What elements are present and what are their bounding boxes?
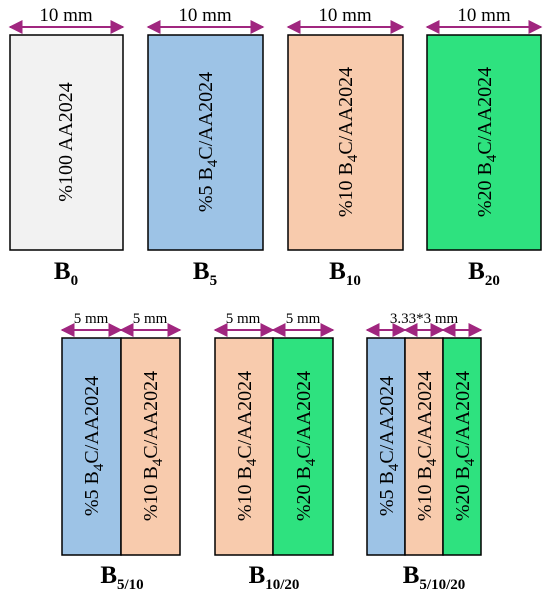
specimen-name: B5 xyxy=(193,258,217,289)
composition-label: %10 B4C/AA2024 xyxy=(414,371,440,521)
composition-label: %100 AA2024 xyxy=(55,82,77,201)
strip xyxy=(366,337,406,556)
specimen-name: B0 xyxy=(54,258,78,289)
specimen-b0: 10 mm %100 AA2024 B0 xyxy=(8,5,125,289)
specimen-name: B20 xyxy=(468,258,500,289)
specimen-name: B10/20 xyxy=(249,562,300,593)
dimension-label: 10 mm xyxy=(178,5,232,26)
composition-label: %20 B4C/AA2024 xyxy=(474,67,500,217)
specimen-name: B5/10 xyxy=(100,562,143,593)
composition-label: %5 B4C/AA2024 xyxy=(195,72,221,212)
dimension-label: 5 mm xyxy=(226,311,261,327)
specimen-b20: 10 mm %20 B4C/AA2024 B20 xyxy=(425,5,543,289)
composition-label: %10 B4C/AA2024 xyxy=(234,371,260,521)
strip xyxy=(442,337,482,556)
dimension-label: 3.33*3 mm xyxy=(390,311,459,327)
dimension-label: 5 mm xyxy=(133,311,168,327)
strip xyxy=(120,337,181,556)
specimen-b10: 10 mm %10 B4C/AA2024 B10 xyxy=(286,5,405,289)
composition-label: %10 B4C/AA2024 xyxy=(335,67,361,217)
dimension-label: 10 mm xyxy=(457,5,511,26)
specimen-block xyxy=(426,34,542,251)
composition-label: %20 B4C/AA2024 xyxy=(452,371,478,521)
dimension-label: 10 mm xyxy=(318,5,372,26)
composition-label: %20 B4C/AA2024 xyxy=(293,371,319,521)
specimen-b5-10-20: 3.33*3 mm %5 B4C/AA2024 %10 B4C/AA2024 %… xyxy=(365,311,483,593)
specimen-block xyxy=(147,34,264,251)
composition-label: %10 B4C/AA2024 xyxy=(140,371,166,521)
dimension-label: 5 mm xyxy=(74,311,109,327)
strip xyxy=(214,337,274,556)
specimen-block xyxy=(287,34,404,251)
composition-label: %5 B4C/AA2024 xyxy=(81,376,107,516)
dimension-label: 5 mm xyxy=(286,311,321,327)
specimen-b10-20: 5 mm 5 mm %10 B4C/AA2024 %20 B4C/AA2024 … xyxy=(213,311,335,593)
specimen-name: B5/10/20 xyxy=(403,562,466,593)
specimen-b5-10: 5 mm 5 mm %5 B4C/AA2024 %10 B4C/AA2024 B… xyxy=(60,311,182,593)
dimension-label: 10 mm xyxy=(39,5,93,26)
specimen-block xyxy=(9,34,124,251)
specimen-name: B10 xyxy=(329,258,361,289)
strip xyxy=(272,337,334,556)
specimen-b5: 10 mm %5 B4C/AA2024 B5 xyxy=(146,5,265,289)
composition-label: %5 B4C/AA2024 xyxy=(376,376,402,516)
